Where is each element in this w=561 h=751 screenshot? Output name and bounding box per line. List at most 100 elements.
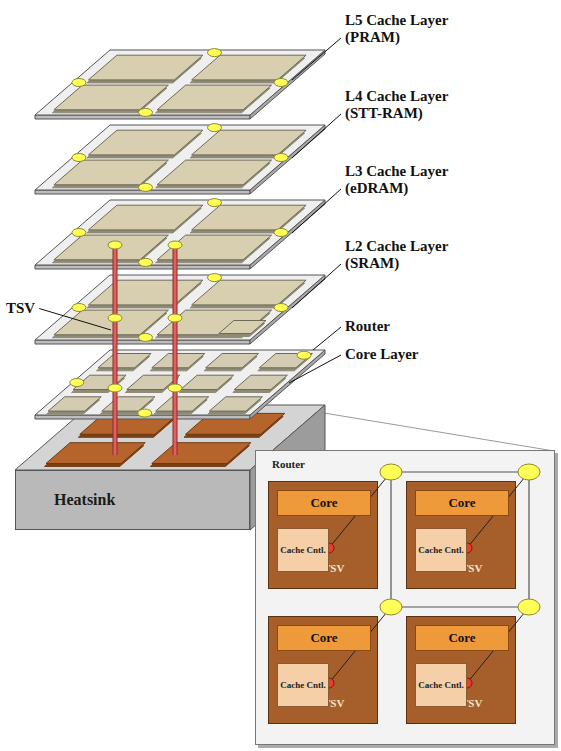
router-dot	[139, 333, 153, 341]
leader-line	[39, 309, 111, 331]
leader-line	[313, 327, 341, 350]
layer-label: Core Layer	[345, 346, 480, 363]
zoom-line	[318, 412, 554, 451]
core-tile-block	[234, 375, 287, 389]
zoom-inset-panel: RouterTSVCoreCache Cntl.TSVCoreCache Cnt…	[255, 450, 555, 745]
router-dot	[72, 79, 86, 87]
router-tsv-link	[467, 607, 529, 683]
router-dot	[297, 351, 311, 359]
cache-bank	[192, 130, 307, 155]
cache-bank	[54, 85, 168, 110]
router-symbol	[380, 464, 402, 480]
core-box: Core	[415, 490, 509, 516]
cache-bank	[88, 130, 202, 155]
router-tsv-link	[329, 472, 391, 548]
router-callout: Router	[345, 318, 480, 335]
router-dot	[138, 409, 152, 417]
cache-bank	[157, 85, 272, 110]
core-tile-block	[206, 354, 259, 368]
leader-line	[292, 264, 341, 308]
network-link	[391, 471, 529, 472]
core-box: Core	[277, 625, 371, 651]
layer-plate	[35, 350, 325, 415]
router-dot	[72, 304, 86, 312]
tsv-dot	[324, 543, 334, 553]
tsv-pillar	[114, 245, 117, 455]
core-block	[152, 443, 251, 464]
cache-bank	[192, 55, 307, 80]
cache-controller-label: Cache Cntl.	[418, 680, 464, 690]
cache-controller-box: Cache Cntl.	[415, 528, 467, 572]
cache-controller-box: Cache Cntl.	[277, 663, 329, 707]
controller-tsv-link	[324, 548, 327, 549]
cache-bank	[54, 310, 168, 335]
router-dot	[168, 314, 182, 322]
router-dot	[139, 183, 153, 191]
router-dot	[139, 258, 153, 266]
router-dot	[72, 154, 86, 162]
router-dot	[274, 154, 288, 162]
cache-bank	[192, 205, 307, 230]
leader-line	[289, 355, 341, 383]
cache-bank	[157, 160, 272, 185]
router-dot	[72, 229, 86, 237]
core-label: Core	[448, 630, 475, 646]
core-box: Core	[277, 490, 371, 516]
core-tile-block	[209, 397, 262, 411]
core-tile: TSVCoreCache Cntl.	[268, 616, 378, 724]
router-symbol	[518, 599, 540, 615]
router-dot	[208, 199, 222, 207]
controller-tsv-link	[462, 548, 465, 549]
router-tsv-link	[467, 472, 529, 548]
core-box: Core	[415, 625, 509, 651]
core-tile-block	[48, 397, 101, 411]
core-tile: TSVCoreCache Cntl.	[406, 481, 516, 589]
cache-controller-box: Cache Cntl.	[277, 528, 329, 572]
router-tsv-link	[329, 607, 391, 683]
tsv-dot	[324, 678, 334, 688]
router-dot	[208, 49, 222, 57]
cache-bank	[54, 235, 168, 260]
network-link	[528, 472, 529, 607]
layer-label: L3 Cache Layer (eDRAM)	[345, 163, 480, 197]
router-dot	[274, 79, 288, 87]
layer-plate	[35, 125, 325, 190]
core-label: Core	[310, 495, 337, 511]
router-dot	[108, 241, 122, 249]
core-block	[46, 443, 145, 464]
core-tile: TSVCoreCache Cntl.	[406, 616, 516, 724]
router-dot	[139, 108, 153, 116]
cache-controller-label: Cache Cntl.	[418, 545, 464, 555]
core-label: Core	[448, 495, 475, 511]
router-dot	[70, 379, 84, 387]
leader-line	[292, 189, 341, 233]
cache-controller-box: Cache Cntl.	[415, 663, 467, 707]
layer-label: L2 Cache Layer (SRAM)	[345, 238, 480, 272]
cache-bank	[54, 160, 168, 185]
tsv-pillar	[174, 245, 177, 455]
tsv-callout: TSV	[6, 300, 35, 317]
cache-bank	[88, 55, 202, 80]
router-dot	[274, 304, 288, 312]
core-tile: TSVCoreCache Cntl.	[268, 481, 378, 589]
heatsink-box: Heatsink	[15, 470, 250, 530]
router-symbol	[518, 464, 540, 480]
layer-plate	[35, 275, 325, 340]
router-dot	[274, 229, 288, 237]
core-label: Core	[310, 630, 337, 646]
router-dot	[208, 124, 222, 132]
core-tile-block	[181, 375, 234, 389]
cache-controller-label: Cache Cntl.	[280, 680, 326, 690]
router-dot	[208, 274, 222, 282]
core-tile-block	[156, 397, 209, 411]
router-dot	[168, 384, 182, 392]
cache-bank	[88, 205, 202, 230]
layer-label: L4 Cache Layer (STT-RAM)	[345, 88, 480, 122]
network-link	[391, 606, 529, 607]
cache-bank	[88, 280, 202, 305]
network-link	[390, 472, 391, 607]
cache-controller-label: Cache Cntl.	[280, 545, 326, 555]
heatsink-label: Heatsink	[54, 491, 115, 509]
controller-tsv-link	[324, 683, 327, 684]
